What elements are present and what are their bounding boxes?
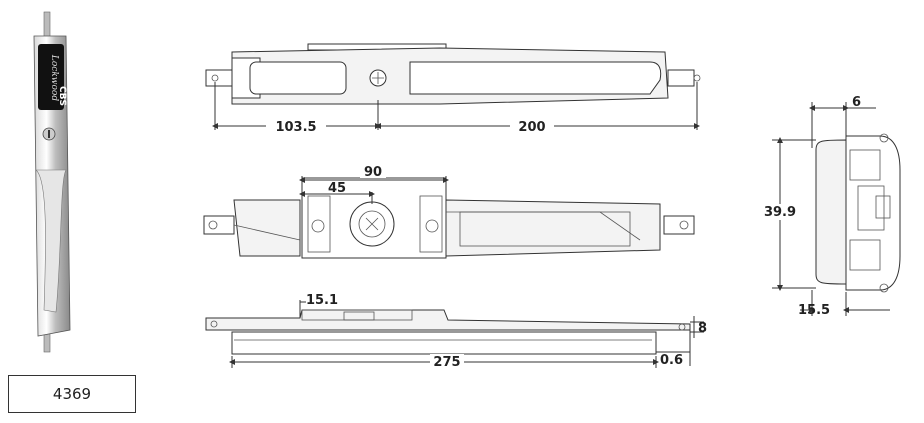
dim-middle-total: 90 xyxy=(364,165,382,180)
dim-middle-half: 45 xyxy=(328,181,346,196)
dim-top-right: 200 xyxy=(518,120,545,135)
logo-badge xyxy=(38,44,64,110)
product-code: 4369 xyxy=(52,385,92,403)
logo-script-text: Lockwood xyxy=(49,54,59,101)
side-elevation-view: 15.1 275 0.6 8 xyxy=(205,292,707,370)
dim-end-base: 15.5 xyxy=(798,303,830,318)
underside-view: 90 45 xyxy=(203,164,695,259)
dim-end-depth: 6 xyxy=(852,95,861,110)
logo-text: CBS xyxy=(57,86,67,106)
dim-bottom-offset: 0.6 xyxy=(660,353,683,368)
product-photo: Lockwood CBS xyxy=(33,11,71,353)
dim-bottom-length: 275 xyxy=(433,355,460,370)
top-view: 103.5 200 xyxy=(205,43,701,135)
dim-bottom-thickness: 8 xyxy=(698,321,707,336)
dim-end-height: 39.9 xyxy=(764,205,796,220)
dim-bottom-height: 15.1 xyxy=(306,293,338,308)
product-code-box: 4369 xyxy=(8,375,136,413)
end-view: 6 39.9 15.5 xyxy=(760,95,901,318)
dim-top-left: 103.5 xyxy=(275,120,316,135)
